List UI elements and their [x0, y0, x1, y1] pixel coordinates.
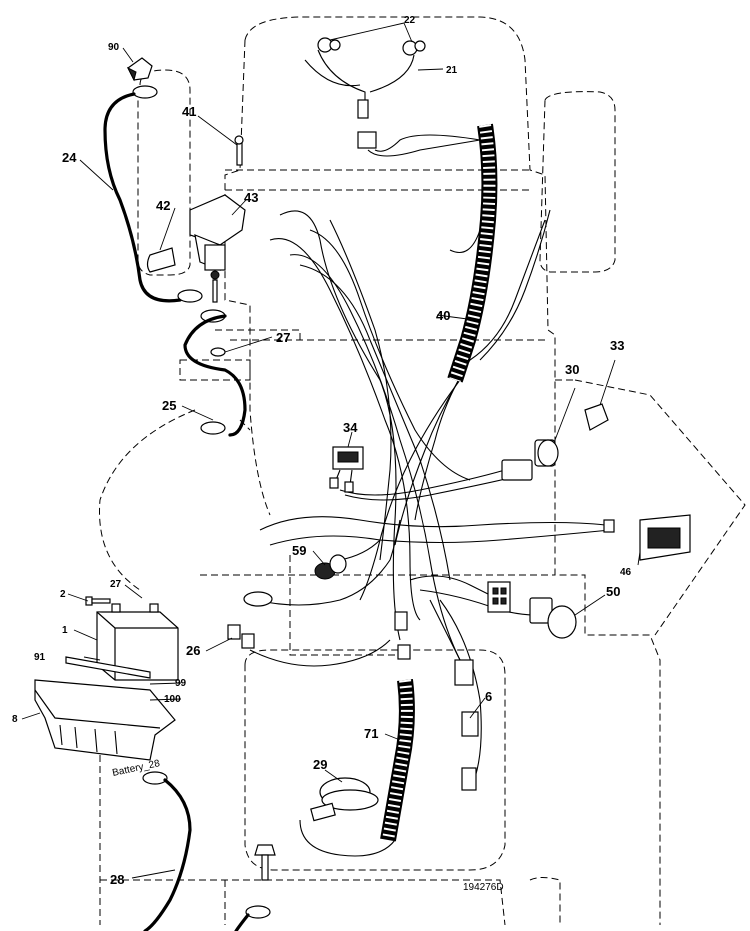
- callout-27-battery: 27: [110, 579, 122, 590]
- callout-25: 25: [162, 398, 176, 413]
- battery-1: [96, 603, 179, 681]
- callout-21: 21: [446, 65, 458, 76]
- chassis-outline: [99, 16, 746, 926]
- callout-91: 91: [34, 652, 46, 663]
- callout-41: 41: [182, 104, 196, 119]
- callout-6: 6: [485, 689, 492, 704]
- starter-solenoid-43: [146, 135, 246, 303]
- switch-34: [329, 446, 364, 493]
- module-33: [584, 359, 616, 431]
- headlight-assembly: [304, 37, 481, 157]
- callout-100: 100: [164, 694, 181, 705]
- callout-8: 8: [12, 714, 18, 725]
- corrugated-loom-71: [380, 679, 415, 842]
- callout-33: 33: [610, 338, 624, 353]
- seat-switch-29: [310, 777, 379, 822]
- battery-cable-24: [103, 57, 203, 303]
- callout-2: 2: [60, 589, 66, 600]
- bolt-bottom: [234, 844, 276, 931]
- leader-lines: [21, 22, 641, 879]
- corrugated-loom-40: [447, 123, 498, 383]
- connector-26: [227, 591, 273, 649]
- light-59: [314, 554, 347, 580]
- callout-labels: 22 21 90 41 24 42 43 40 27 25 34 33 30 5…: [12, 15, 632, 887]
- callout-59: 59: [292, 543, 306, 558]
- callout-42: 42: [156, 198, 170, 213]
- callout-26: 26: [186, 643, 200, 658]
- callout-27: 27: [276, 330, 290, 345]
- callout-22: 22: [404, 15, 416, 26]
- callout-1: 1: [62, 625, 68, 636]
- ground-cable-25: [183, 309, 247, 437]
- callout-50: 50: [606, 584, 620, 599]
- wire-bundle: [249, 134, 611, 857]
- callout-46: 46: [620, 567, 632, 578]
- callout-30: 30: [565, 362, 579, 377]
- callout-34: 34: [343, 420, 358, 435]
- pto-switch-50: [529, 594, 606, 639]
- callout-99: 99: [175, 678, 187, 689]
- bolt-2: [85, 596, 111, 606]
- callout-28: 28: [110, 872, 124, 887]
- callout-24: 24: [62, 150, 77, 165]
- callout-40: 40: [436, 308, 450, 323]
- connector-6: [394, 611, 479, 791]
- battery-tray-8: [34, 679, 176, 761]
- ignition-switch-30: [501, 387, 576, 481]
- hour-meter-46: [603, 514, 691, 561]
- callout-43: 43: [244, 190, 258, 205]
- drawing-number: 194276D: [463, 882, 504, 893]
- callout-71: 71: [364, 726, 378, 741]
- callout-90: 90: [108, 42, 120, 53]
- callout-29: 29: [313, 757, 327, 772]
- battery-cable-28: [142, 771, 192, 931]
- battery-strap-91: [65, 656, 151, 679]
- connector-block: [487, 581, 511, 613]
